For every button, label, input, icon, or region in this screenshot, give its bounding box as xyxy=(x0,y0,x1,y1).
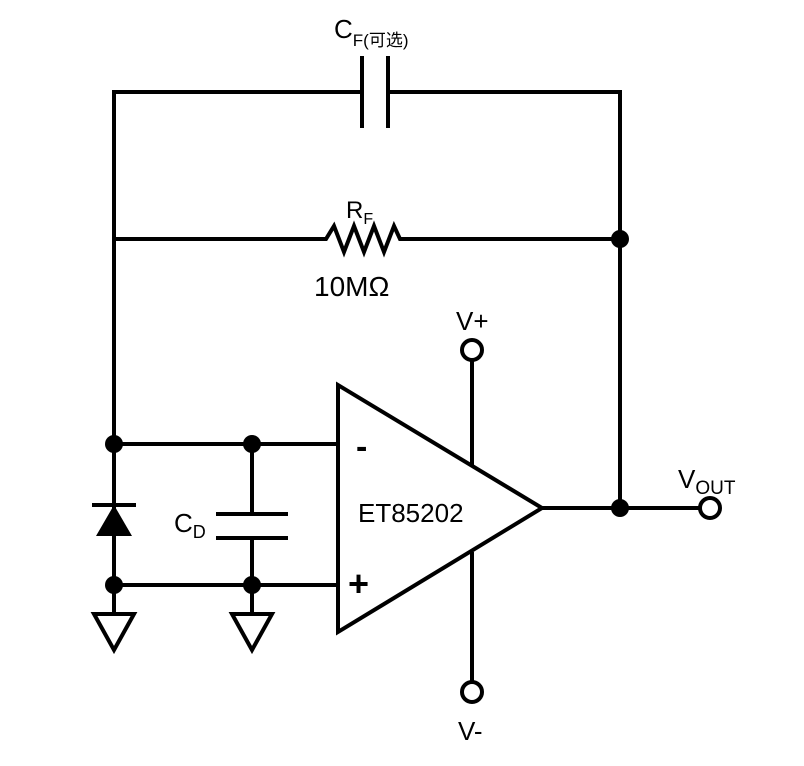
ground-symbol-capacitor xyxy=(228,583,276,655)
junction-dot xyxy=(611,499,629,517)
junction-dot xyxy=(105,576,123,594)
junction-dots xyxy=(105,230,629,594)
rf-label: RF xyxy=(346,197,373,228)
ground-symbol-diode xyxy=(90,583,138,655)
vminus-label: V- xyxy=(458,716,483,746)
positive-supply xyxy=(460,338,484,465)
opamp-name-label: ET85202 xyxy=(358,498,464,528)
negative-supply xyxy=(460,552,484,704)
feedback-capacitor xyxy=(360,56,390,128)
photodiode xyxy=(92,503,136,536)
cd-label: CD xyxy=(174,508,206,542)
junction-dot xyxy=(243,435,261,453)
rf-value-label: 10MΩ xyxy=(314,271,389,302)
output-wire xyxy=(540,496,722,520)
opamp-triangle xyxy=(336,381,546,636)
inverting-sign: - xyxy=(356,428,367,466)
noninverting-sign: + xyxy=(348,563,369,604)
vplus-label: V+ xyxy=(456,306,489,336)
vout-label: VOUT xyxy=(678,464,736,499)
feedback-capacitor-path xyxy=(112,90,622,587)
junction-dot xyxy=(243,576,261,594)
cf-label: CF(可选) xyxy=(334,14,409,50)
diode-capacitor xyxy=(216,442,288,587)
feedback-resistor xyxy=(112,220,622,258)
junction-dot xyxy=(611,230,629,248)
junction-dot xyxy=(105,435,123,453)
